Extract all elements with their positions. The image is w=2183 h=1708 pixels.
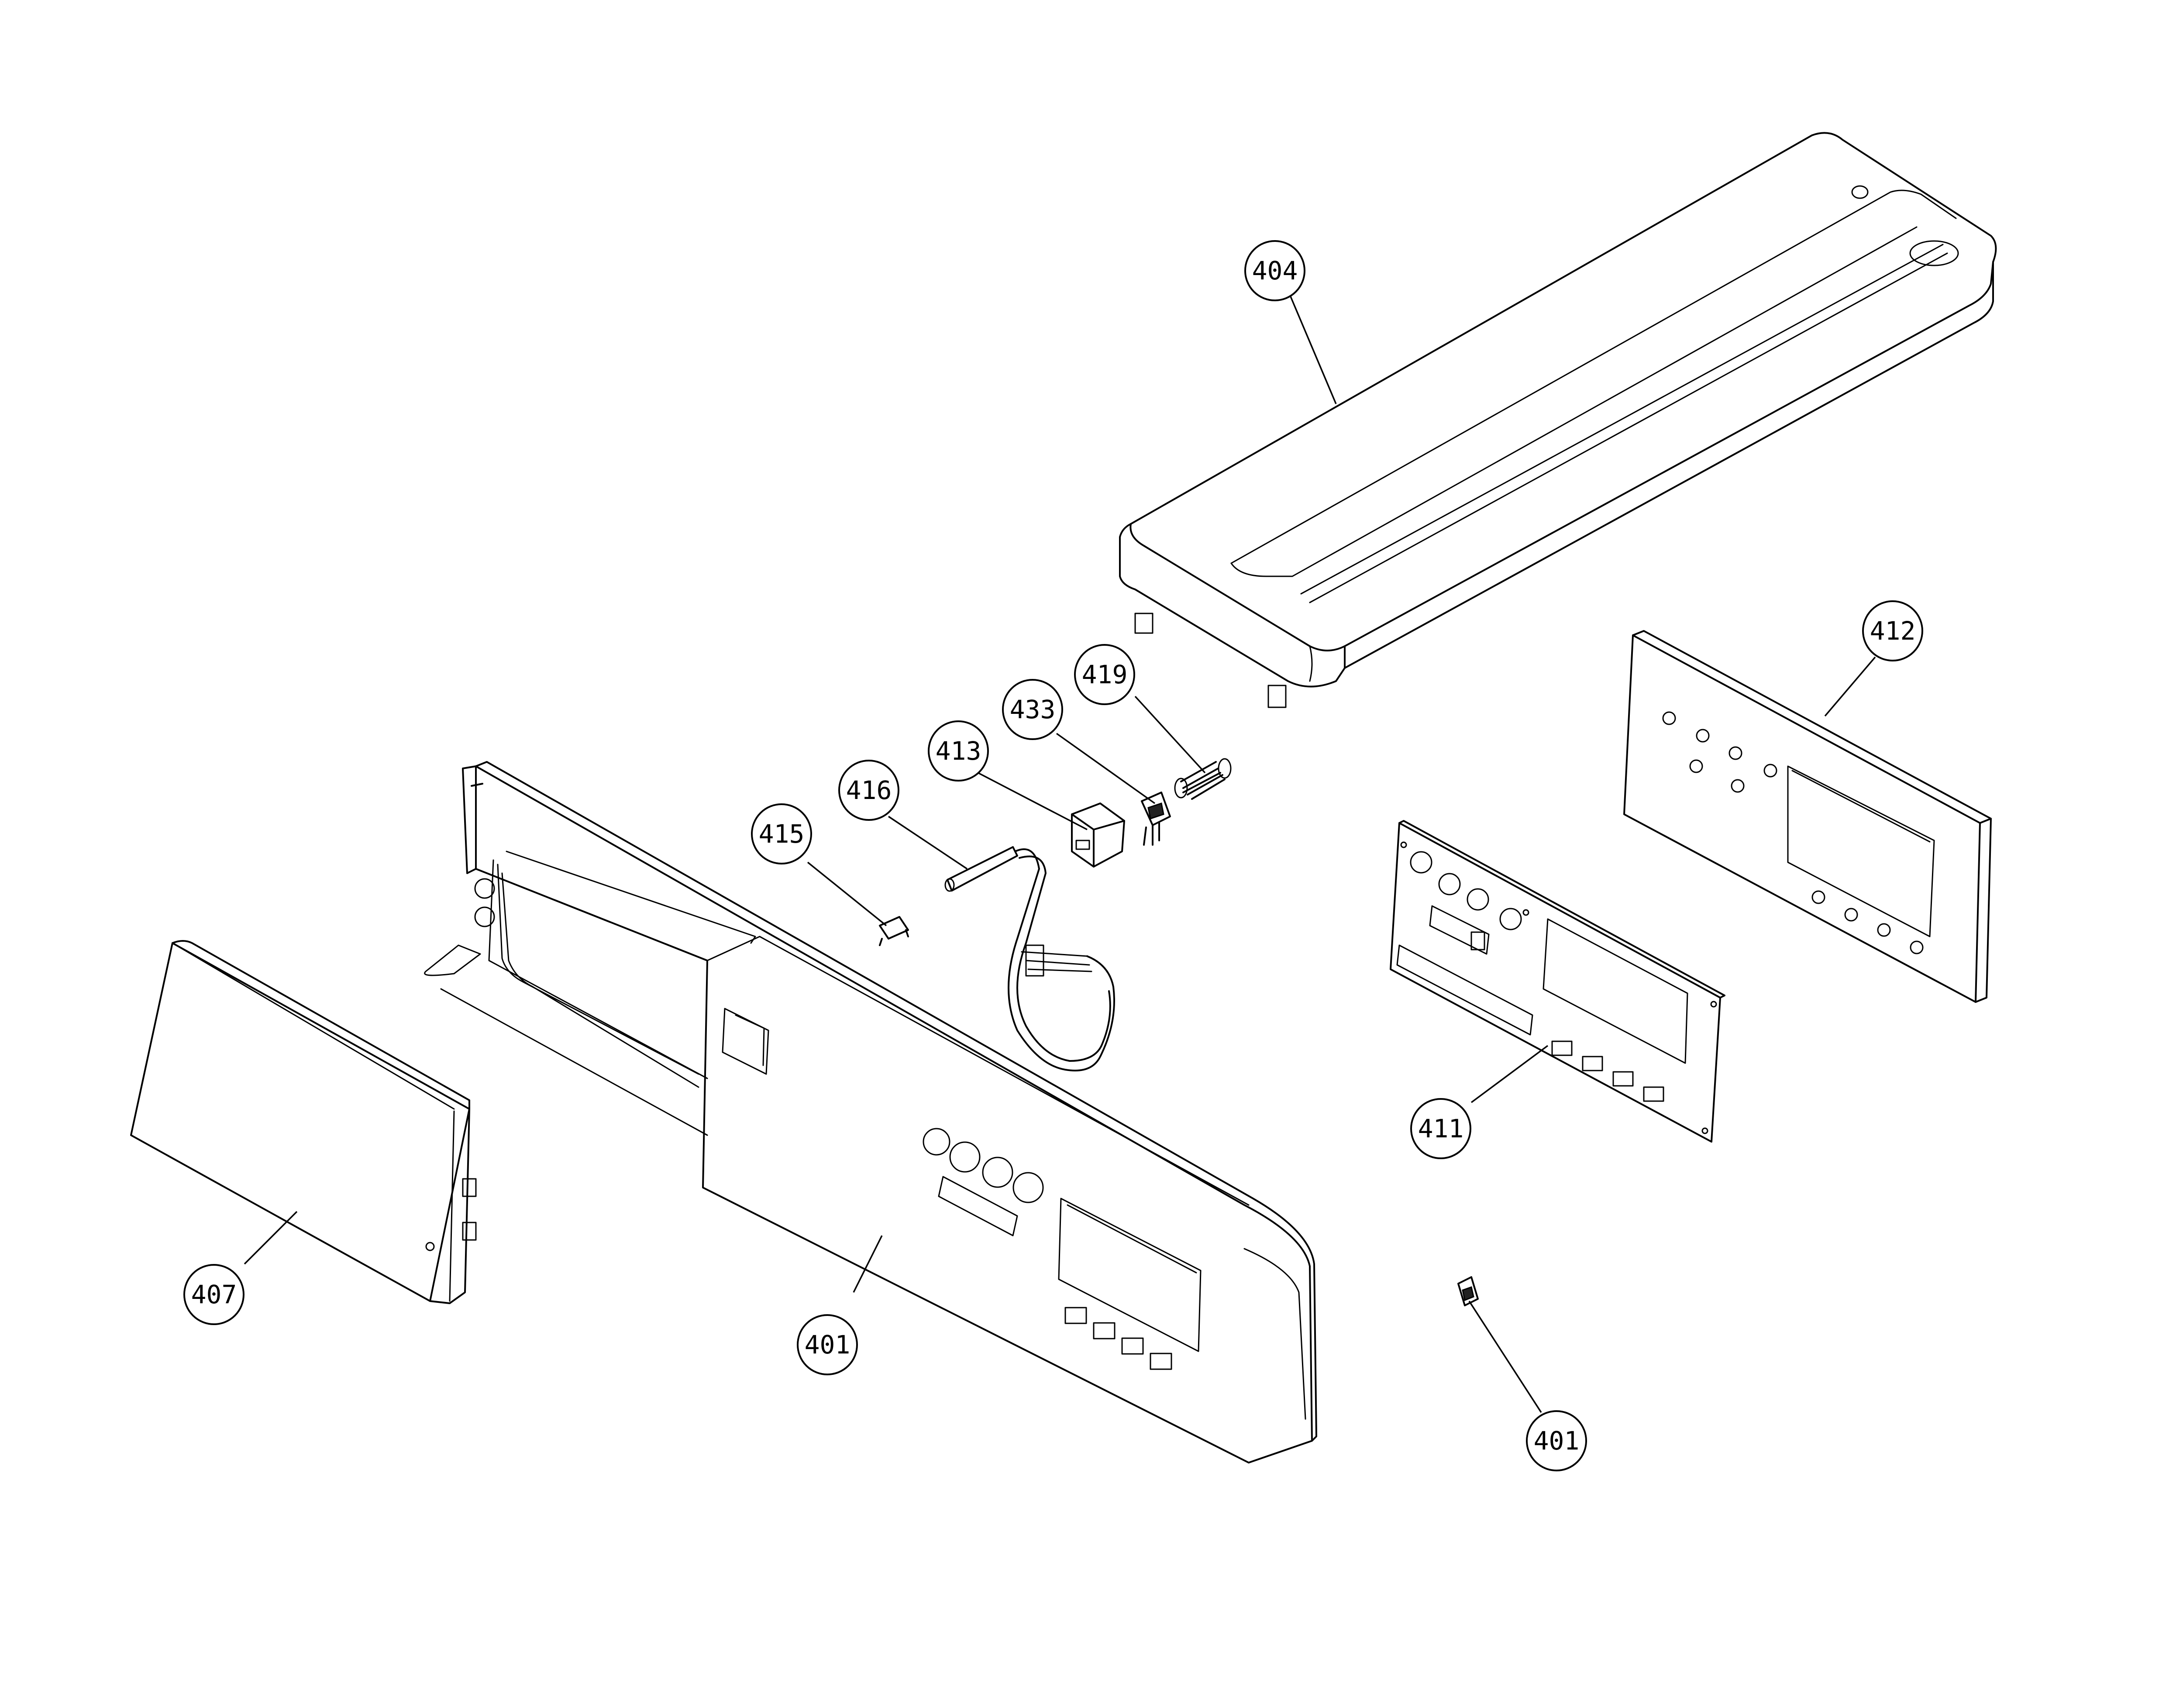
leader-412 xyxy=(1824,656,1876,717)
part-411-control-board xyxy=(1390,820,1725,1143)
callout-412: 412 xyxy=(1862,600,1923,661)
callout-416-label: 416 xyxy=(846,775,892,805)
callout-419-circle xyxy=(1074,644,1135,705)
callout-401-front-fascia: 401 xyxy=(797,1314,858,1375)
callout-411-circle xyxy=(1410,1098,1471,1159)
callout-433: 433 xyxy=(1002,679,1063,740)
callout-401b-circle xyxy=(1526,1410,1587,1471)
callout-412-circle xyxy=(1862,600,1923,661)
part-419-spring xyxy=(1174,758,1232,800)
callout-404-label: 404 xyxy=(1252,256,1298,286)
callout-415-label: 415 xyxy=(759,819,805,849)
part-401-small-clip xyxy=(1457,1276,1479,1306)
leader-419 xyxy=(1134,696,1206,774)
callout-407-label: 407 xyxy=(191,1280,237,1309)
part-416-sensor-wire xyxy=(944,846,1115,1071)
leader-415 xyxy=(807,861,887,926)
part-433-lock-switch xyxy=(1141,792,1171,846)
callout-401a-circle xyxy=(797,1314,858,1375)
callout-415: 415 xyxy=(751,803,812,864)
leader-411 xyxy=(1470,1045,1549,1103)
leader-416 xyxy=(888,816,968,870)
callout-413-label: 413 xyxy=(936,736,981,766)
callout-404-circle xyxy=(1244,240,1305,301)
callout-411: 411 xyxy=(1410,1098,1471,1159)
part-407-drawer-front xyxy=(130,940,477,1304)
callout-433-circle xyxy=(1002,679,1063,740)
callout-413: 413 xyxy=(928,720,989,782)
callout-412-label: 412 xyxy=(1870,616,1916,646)
callout-419-label: 419 xyxy=(1082,660,1128,689)
leader-413 xyxy=(978,772,1088,830)
leader-lines xyxy=(244,290,1876,1413)
callout-401b-label: 401 xyxy=(1534,1426,1580,1456)
part-401-front-fascia xyxy=(424,761,1317,1464)
part-412-back-panel xyxy=(1623,630,1992,1003)
part-413-connector xyxy=(1071,802,1125,868)
callout-413-circle xyxy=(928,720,989,782)
leader-433 xyxy=(1056,733,1156,804)
callout-411-label: 411 xyxy=(1418,1114,1464,1143)
callout-407-circle xyxy=(183,1264,244,1325)
callout-416: 416 xyxy=(838,760,899,821)
leader-401a xyxy=(853,1235,883,1293)
leader-401b xyxy=(1468,1301,1542,1413)
callout-416-circle xyxy=(838,760,899,821)
callout-407: 407 xyxy=(183,1264,244,1325)
callout-401a-label: 401 xyxy=(805,1330,850,1360)
part-415-clip xyxy=(879,916,909,946)
callout-419: 419 xyxy=(1074,644,1135,705)
leader-404 xyxy=(1287,290,1337,404)
leader-407 xyxy=(244,1211,298,1265)
part-404-top-cover xyxy=(1119,132,1997,708)
callout-433-label: 433 xyxy=(1010,695,1056,724)
callout-415-circle xyxy=(751,803,812,864)
callout-401-small-clip: 401 xyxy=(1526,1410,1587,1471)
callout-404: 404 xyxy=(1244,240,1305,301)
